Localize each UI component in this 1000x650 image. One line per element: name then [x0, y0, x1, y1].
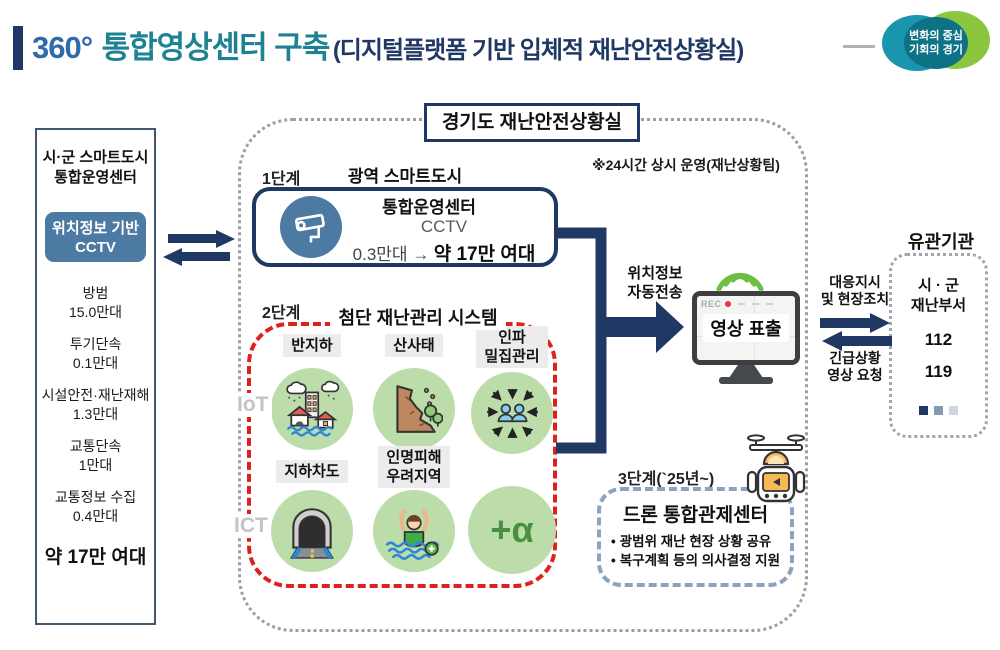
drone-bullet: •광범위 재난 현장 상황 공유 [611, 534, 772, 549]
wifi-signal-icon [716, 272, 764, 292]
drone-bullet: •복구계획 등의 의사결정 지원 [611, 553, 781, 568]
cctv-item-list: 방범 15.0만대 투기단속 0.1만대 시설안전·재난재해 1.3만대 교통단… [37, 284, 154, 526]
landslide-circle [373, 368, 455, 450]
cctv-item: 교통정보 수집 0.4만대 [54, 489, 137, 524]
tunnel-icon [290, 508, 334, 559]
flooded-house-icon [286, 380, 340, 437]
stage1-counts: 0.3만대 → 약 17만 여대 [330, 239, 558, 266]
situation-room-title: 경기도 재난안전상황실 [424, 103, 640, 142]
drowning-person-circle [373, 490, 455, 572]
logo-overlap-blob [904, 17, 968, 69]
gyeonggi-logo-icon: 변화의 중심 기회의 경기 [882, 11, 990, 75]
monitor-stand [729, 365, 763, 378]
org-city-disaster-dept: 시 · 군 재난부서 [910, 277, 967, 314]
cell-jihachado: 지하차도 [262, 460, 362, 483]
crowd-control-icon [487, 389, 538, 438]
operation-note: ※24시간 상시 운영(재난상황팀) [592, 157, 780, 173]
header-divider-dash [843, 45, 875, 48]
monitor-icon: REC 영상 표출 [692, 291, 800, 365]
iot-label: IoT [234, 393, 272, 417]
drowning-person-icon [385, 509, 440, 560]
flooded-house-circle [271, 368, 353, 450]
tunnel-circle [271, 490, 353, 572]
request-arrow-icon [822, 331, 892, 351]
plus-alpha-circle: +α [468, 486, 556, 574]
drone-icon [746, 434, 806, 503]
stage3-label: 3단계(`25년~) [618, 471, 715, 488]
related-orgs-box: 시 · 군 재난부서 112 119 [889, 253, 988, 438]
ict-label: ICT [231, 514, 271, 538]
cctv-badge: 위치정보 기반 CCTV [45, 212, 146, 262]
cctv-item: 방범 15.0만대 [68, 285, 122, 320]
org-119: 119 [924, 362, 953, 381]
monitor-screen: REC 영상 표출 [697, 296, 795, 360]
flow-connector-icon [556, 227, 684, 454]
stage1-heading-line1: 광역 스마트도시 [347, 167, 463, 186]
logo-text: 변화의 중심 기회의 경기 [909, 30, 963, 56]
city-center-title: 시·군 스마트도시 통합운영센터 [42, 149, 149, 186]
count-to: 약 17만 여대 [433, 244, 536, 265]
cell-inmyeong: 인명피해 우려지역 [364, 446, 464, 488]
title-main: 통합영상센터 구축 [101, 30, 331, 65]
cctv-total-count: 약 17만 여대 [44, 547, 147, 568]
cctv-camera-icon [280, 196, 342, 258]
cell-banjiha: 반지하 [262, 334, 362, 357]
arrow-right-icon [168, 230, 235, 248]
location-transfer-label: 위치정보 자동전송 [627, 265, 683, 301]
rec-indicator: REC [701, 299, 773, 309]
related-orgs-title: 유관기관 [907, 232, 975, 252]
stage1-heading-line2: 통합운영센터 [382, 198, 476, 217]
drone-center-title: 드론 통합관제센터 [622, 505, 769, 526]
stage2-title: 첨단 재난관리 시스템 [330, 306, 506, 330]
cctv-item: 교통단속 1만대 [69, 438, 122, 473]
response-arrow-icon [820, 313, 890, 333]
title-paren: (디지털플랫폼 기반 입체적 재난안전상황실) [332, 37, 744, 64]
cctv-item: 투기단속 0.1만대 [69, 336, 122, 371]
ellipsis-squares-icon [919, 406, 958, 415]
cell-sansatae: 산사태 [364, 334, 464, 357]
city-center-panel: 시·군 스마트도시 통합운영센터 위치정보 기반 CCTV 방범 15.0만대 … [35, 128, 156, 625]
monitor-stand-base [719, 377, 773, 384]
drone-center-box: 드론 통합관제센터 •광범위 재난 현장 상황 공유 •복구계획 등의 의사결정… [597, 487, 794, 587]
response-label: 대응지시 및 현장조치 [820, 274, 890, 307]
comm-arrows-icon [820, 313, 892, 351]
cell-label: 인명피해 우려지역 [378, 446, 450, 488]
page-title: 360° 통합영상센터 구축 (디지털플랫폼 기반 입체적 재난안전상황실) [32, 25, 744, 71]
stage2-label: 2단계 [262, 305, 301, 322]
cell-label: 인파 밀집관리 [476, 326, 548, 368]
rec-dot-icon [724, 301, 731, 307]
transfer-arrow-icon [601, 301, 684, 353]
connector-line [556, 227, 607, 454]
plus-alpha-label: +α [490, 509, 534, 550]
crowd-control-circle [471, 372, 553, 454]
request-label: 긴급상황 영상 요청 [827, 350, 883, 383]
cell-label: 산사태 [385, 334, 443, 357]
exchange-arrows-icon [163, 230, 235, 266]
cell-label: 지하차도 [276, 460, 348, 483]
title-accent-bar [13, 26, 23, 70]
count-from: 0.3만대 → [352, 245, 430, 264]
title-360: 360° [32, 30, 93, 65]
arrow-left-icon [163, 248, 230, 266]
org-112: 112 [924, 330, 953, 349]
landslide-icon [396, 385, 443, 433]
stage1-label: 1단계 [262, 171, 301, 188]
cell-label: 반지하 [283, 334, 341, 357]
cctv-item: 시설안전·재난재해 1.3만대 [41, 387, 150, 422]
cell-inpa: 인파 밀집관리 [462, 326, 562, 368]
video-display-label: 영상 표출 [703, 314, 789, 342]
stage1-cctv-label: CCTV [420, 217, 468, 236]
drone-bullet-list: •광범위 재난 현장 상황 공유 •복구계획 등의 의사결정 지원 [601, 532, 790, 570]
